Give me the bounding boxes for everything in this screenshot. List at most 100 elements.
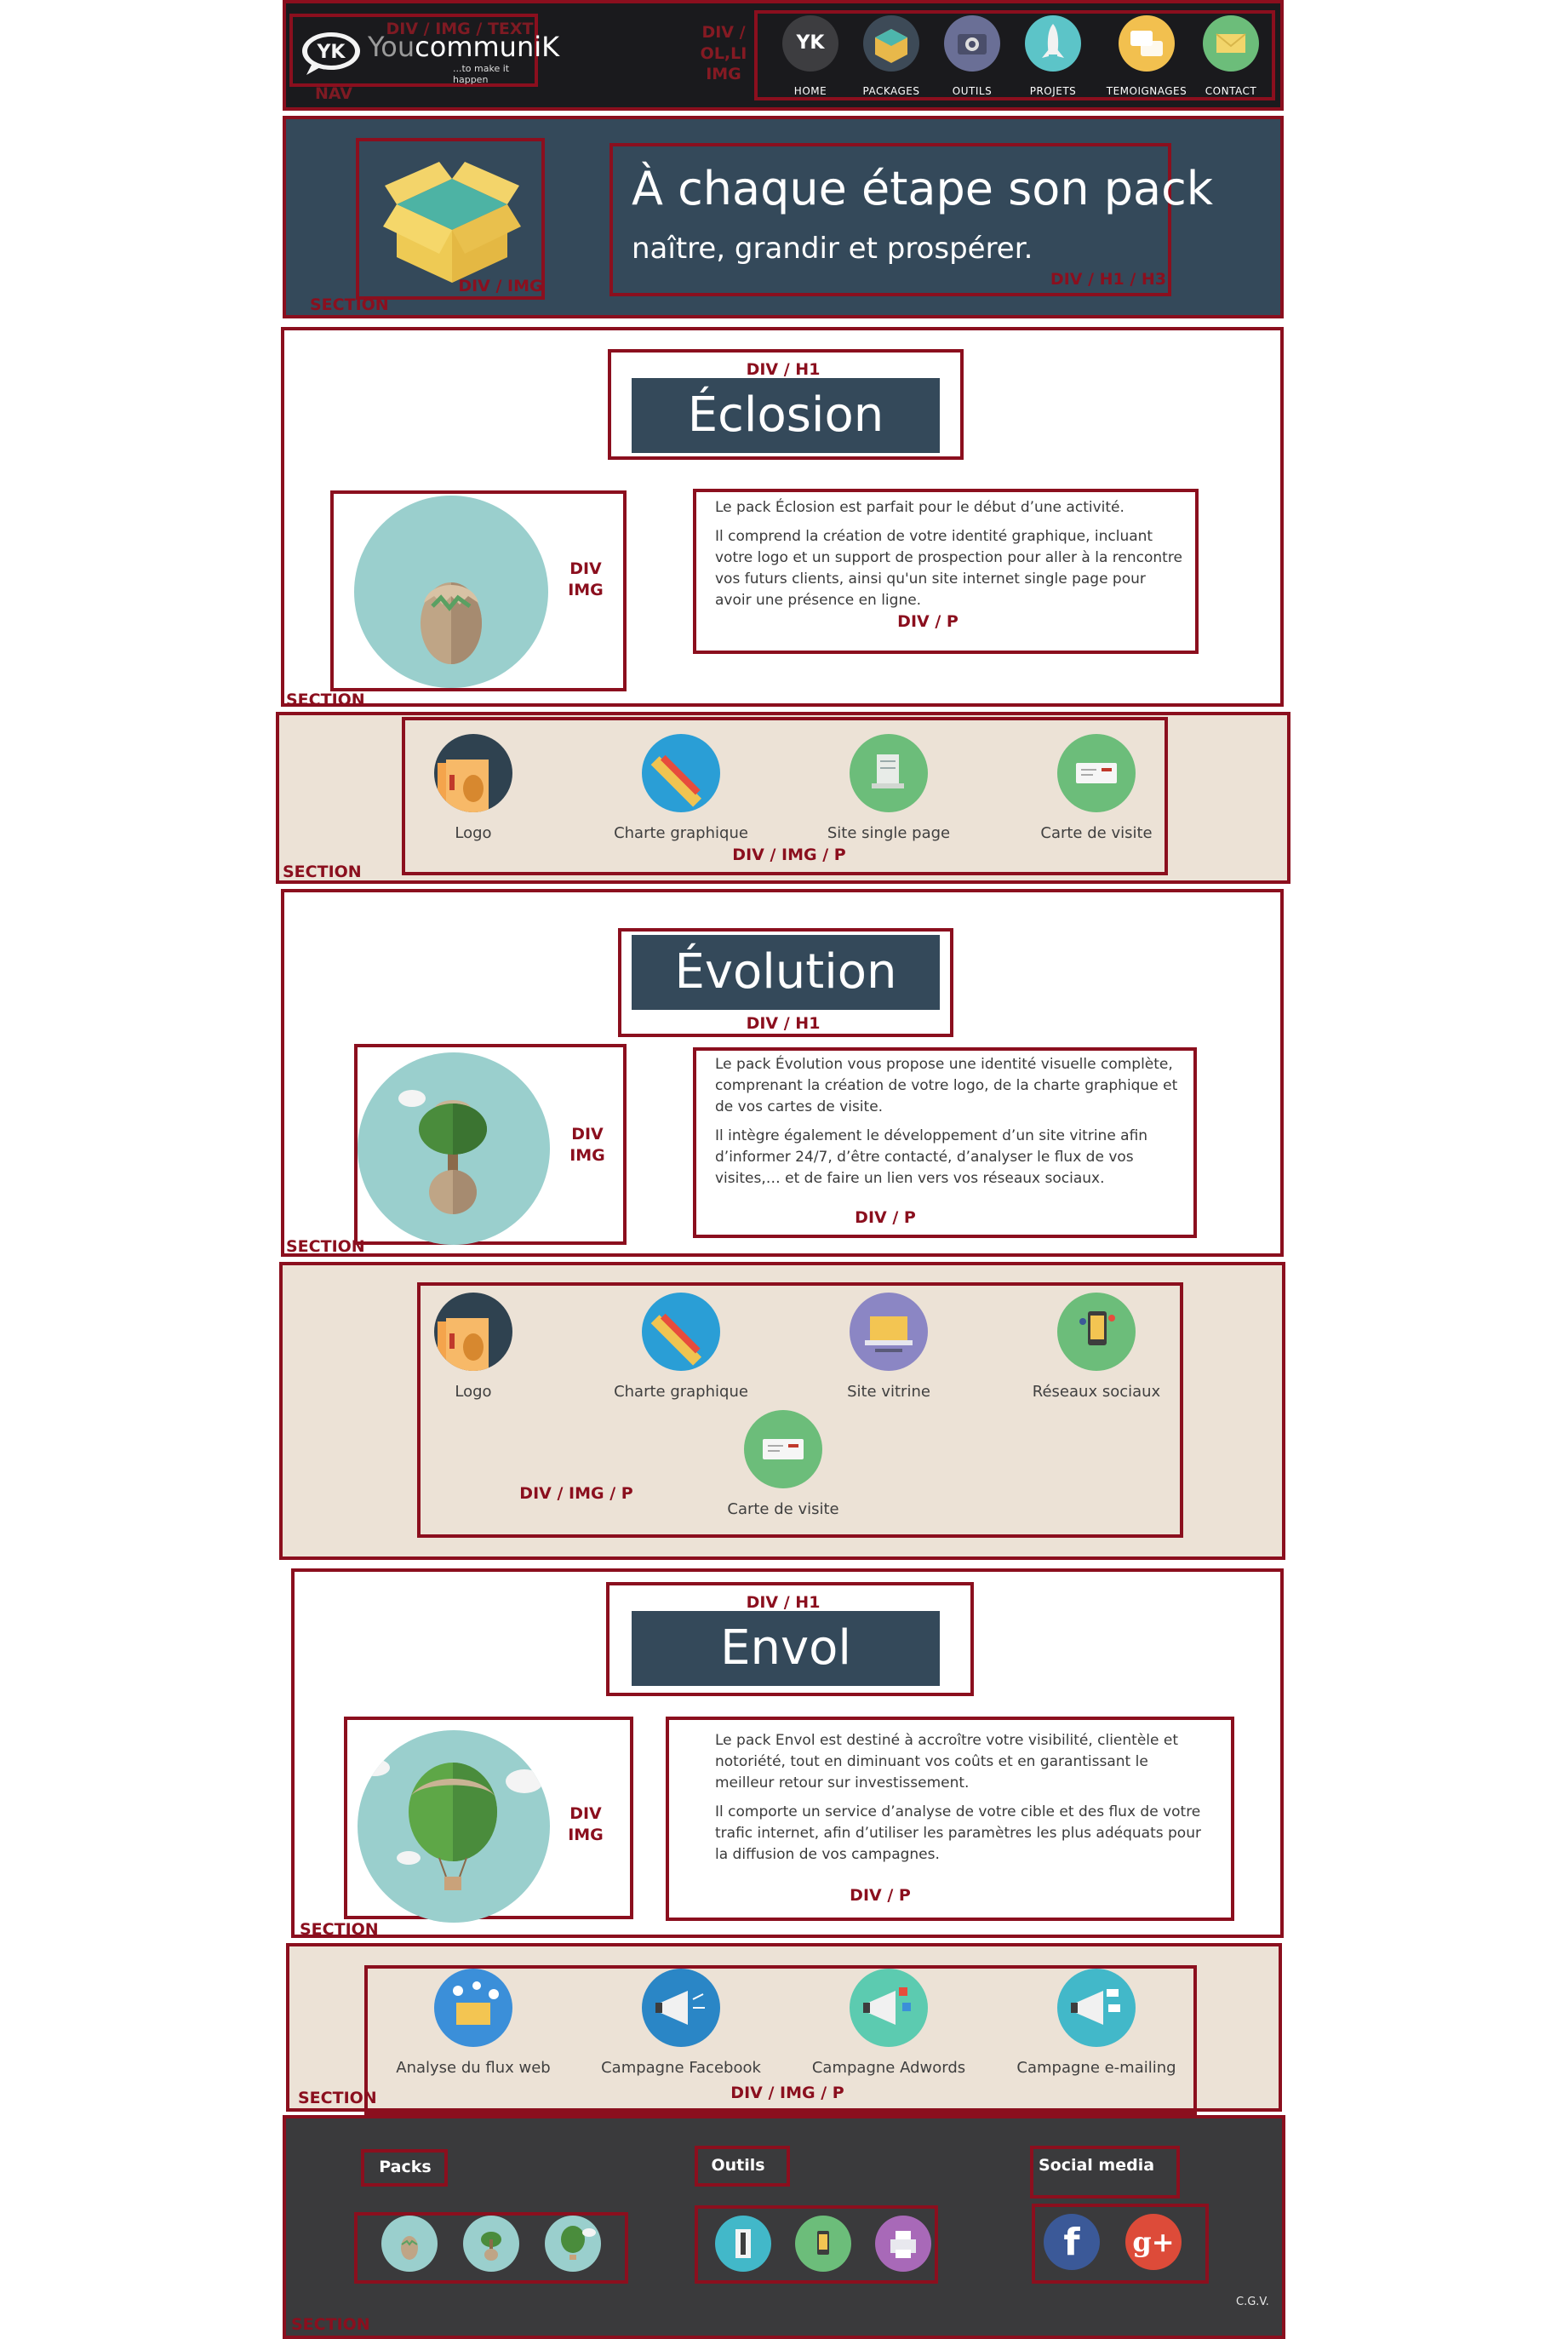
annotation-eclosion-img-box xyxy=(330,490,627,691)
footer-balloon-icon[interactable] xyxy=(545,2216,601,2272)
eclosion-paragraph: Il comprend la création de votre identit… xyxy=(715,528,1182,609)
annotation-hero-img-box xyxy=(356,138,545,300)
evolution-item-carte[interactable]: Carte de visite xyxy=(681,1410,885,1518)
annotation-logo-box xyxy=(289,14,538,87)
logo-speech-bubble-icon: YK xyxy=(302,32,360,75)
annotation-label: DIV / OL,LI IMG xyxy=(700,23,747,84)
annotation-envol-text-box xyxy=(666,1717,1234,1921)
envol-item-adwords[interactable]: Campagne Adwords xyxy=(787,1969,991,2077)
annotation-eclosion-items-box xyxy=(402,717,1168,875)
footer-smartphone-icon[interactable] xyxy=(795,2216,851,2272)
footer xyxy=(284,2117,1284,2339)
megaphone-icon xyxy=(1057,1969,1136,2047)
eclosion-item-charte[interactable]: Charte graphique xyxy=(579,734,783,842)
nav-item-outils[interactable]: OUTILS xyxy=(931,15,1013,97)
envol-item-emailing[interactable]: Campagne e-mailing xyxy=(994,1969,1199,2077)
annotation-label: SECTION xyxy=(310,295,389,314)
annotation-eclosion-text-box xyxy=(693,489,1199,654)
evolution-item-charte[interactable]: Charte graphique xyxy=(579,1293,783,1401)
nav-item-contact[interactable]: CONTACT xyxy=(1190,15,1272,97)
envol-item-analyse[interactable]: Analyse du flux web xyxy=(371,1969,575,2077)
annotation-label: NAV xyxy=(314,84,353,103)
site-logo[interactable]: YK YoucommuniK ...to make it happen xyxy=(300,22,559,85)
annotation-outils-icons-box xyxy=(695,2205,938,2284)
nav-item-temoignages[interactable]: TEMOIGNAGES xyxy=(1102,15,1192,97)
annotation-label: DIV IMG xyxy=(569,1125,605,1165)
facebook-icon[interactable]: f xyxy=(1044,2214,1100,2270)
annotation-label: SECTION xyxy=(286,691,365,709)
nav-item-packages[interactable]: PACKAGES xyxy=(850,15,932,97)
annotation-navlist-box xyxy=(754,10,1275,100)
annotation-label: SECTION xyxy=(286,1237,365,1256)
annotation-eclosion-items-section xyxy=(276,712,1290,884)
annotation-label: DIV / IMG / P xyxy=(519,1484,633,1503)
annotation-outils-title-box xyxy=(695,2146,790,2187)
annotation-footer-section xyxy=(283,2115,1285,2339)
megaphone-icon xyxy=(642,1969,720,2047)
pencil-ruler-icon xyxy=(642,734,720,812)
eclosion-title: Éclosion xyxy=(632,378,940,453)
nav-item-projets[interactable]: PROJETS xyxy=(1012,15,1094,97)
chat-bubbles-icon xyxy=(1119,15,1175,72)
annotation-social-title-box xyxy=(1030,2146,1180,2199)
egg-illustration xyxy=(354,496,548,688)
eclosion-item-site-single[interactable]: Site single page xyxy=(787,734,991,842)
annotation-label: DIV / H1 xyxy=(746,1014,821,1033)
envol-item-facebook[interactable]: Campagne Facebook xyxy=(579,1969,783,2077)
footer-printer-icon[interactable] xyxy=(875,2216,931,2272)
envol-description: Le pack Envol est destiné à accroître vo… xyxy=(715,1730,1209,1873)
annotation-evolution-section xyxy=(281,889,1284,1257)
annotation-hero-text-box xyxy=(609,143,1171,296)
annotation-packs-icons-box xyxy=(354,2212,628,2284)
navbar xyxy=(286,0,1280,109)
annotation-label: DIV / P xyxy=(850,1886,911,1905)
annotation-label: DIV / IMG / P xyxy=(732,846,846,864)
google-plus-icon[interactable]: g+ xyxy=(1125,2214,1182,2270)
annotation-label: SECTION xyxy=(291,2315,370,2334)
camera-icon xyxy=(944,15,1000,72)
annotation-eclosion-section xyxy=(281,327,1284,707)
annotation-evolution-text-box xyxy=(693,1047,1197,1238)
cgv-link[interactable]: C.G.V. xyxy=(1236,2296,1269,2308)
logo-book-icon xyxy=(434,734,512,812)
evolution-item-reseaux[interactable]: Réseaux sociaux xyxy=(994,1293,1199,1401)
eclosion-description: Le pack Éclosion est parfait pour le déb… xyxy=(715,497,1183,619)
eclosion-item-logo[interactable]: Logo xyxy=(371,734,575,842)
annotation-envol-title-box xyxy=(606,1582,974,1696)
annotation-label: DIV / IMG / P xyxy=(730,2084,844,2102)
business-card-icon xyxy=(744,1410,822,1488)
eclosion-paragraph: Le pack Éclosion est parfait pour le déb… xyxy=(715,499,1124,516)
logo-tagline: ...to make it happen xyxy=(453,63,510,85)
annotation-label: DIV IMG xyxy=(568,1804,604,1844)
nav-item-home[interactable]: YK HOME xyxy=(770,15,851,97)
annotation-label: SECTION xyxy=(298,2089,377,2107)
logo-mark: YK xyxy=(317,42,346,63)
annotation-evolution-items-box xyxy=(417,1282,1183,1538)
hero-subtitle: naître, grandir et prospérer. xyxy=(632,232,1033,266)
envol-paragraph: Le pack Envol est destiné à accroître vo… xyxy=(715,1732,1178,1792)
pencil-ruler-icon xyxy=(642,1293,720,1371)
footer-tree-icon[interactable] xyxy=(463,2216,519,2272)
rocket-icon xyxy=(1025,15,1081,72)
annotation-hero-box xyxy=(283,116,1284,318)
footer-rocket-icon[interactable] xyxy=(715,2216,771,2272)
laptop-icon xyxy=(850,1293,928,1371)
footer-egg-icon[interactable] xyxy=(381,2216,438,2272)
annotation-evolution-img-box xyxy=(354,1044,627,1245)
envol-paragraph: Il comporte un service d’analyse de votr… xyxy=(715,1803,1201,1863)
evolution-item-logo[interactable]: Logo xyxy=(371,1293,575,1401)
balloon-illustration xyxy=(358,1730,550,1923)
annotation-evolution-items-section xyxy=(279,1262,1285,1560)
annotation-envol-section xyxy=(291,1568,1284,1938)
annotation-label: SECTION xyxy=(300,1920,379,1939)
evolution-item-site-vitrine[interactable]: Site vitrine xyxy=(787,1293,991,1401)
annotation-label: DIV / H1 / H3 xyxy=(1050,270,1167,289)
evolution-paragraph: Il intègre également le développement d’… xyxy=(715,1127,1148,1187)
package-icon xyxy=(863,15,919,72)
eclosion-item-carte[interactable]: Carte de visite xyxy=(994,734,1199,842)
hero-title: À chaque étape son pack xyxy=(632,162,1214,215)
annotation-eclosion-title-box xyxy=(608,349,964,460)
annotation-packs-title-box xyxy=(361,2149,448,2187)
home-logo-icon: YK xyxy=(782,15,838,72)
business-card-icon xyxy=(1057,734,1136,812)
